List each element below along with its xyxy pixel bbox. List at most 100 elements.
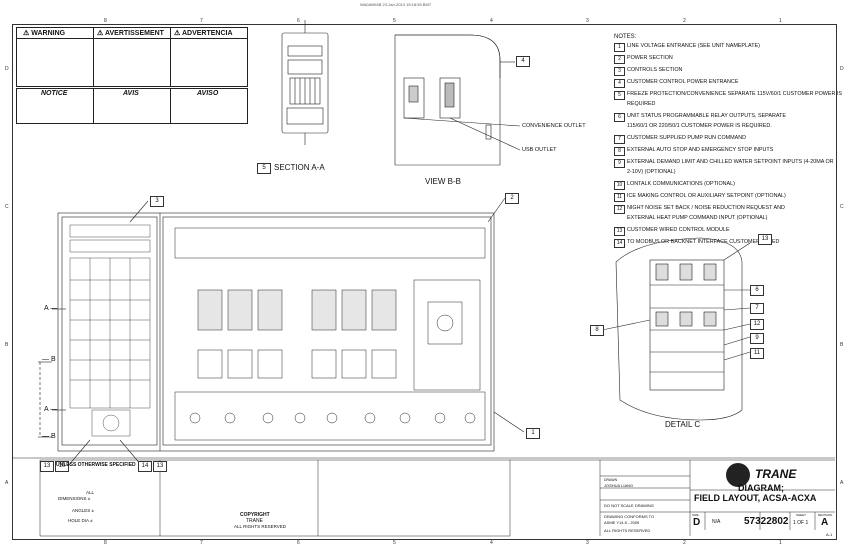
note-text: UNIT STATUS PROGRAMMABLE RELAY OUTPUTS, … bbox=[627, 113, 786, 119]
zone-top-3: 3 bbox=[586, 18, 589, 24]
note-text: NIGHT NOISE SET BACK / NOISE REDUCTION R… bbox=[627, 205, 785, 211]
callout-14: 14 bbox=[138, 461, 152, 472]
notice-labels: NOTICE AVIS AVISO bbox=[16, 88, 248, 124]
zone-left-c: C bbox=[5, 204, 9, 210]
tolerance-dimensions: DIMENSIONS ± bbox=[58, 496, 91, 501]
copyright-label: COPYRIGHT bbox=[240, 512, 270, 518]
drawn-by: JOSHUA LIANG bbox=[604, 483, 634, 488]
drawing-frame bbox=[12, 24, 837, 540]
copyright-rights: ALL RIGHTS RESERVED bbox=[234, 524, 287, 529]
note-text: EXTERNAL AUTO STOP AND EMERGENCY STOP IN… bbox=[627, 147, 774, 153]
zone-top-6: 6 bbox=[297, 18, 300, 24]
warning-labels-top: ⚠ WARNING ⚠ AVERTISSEMENT ⚠ ADVERTENCIA bbox=[16, 27, 248, 87]
note-number: 11 bbox=[614, 193, 625, 202]
advertencia-heading: ⚠ ADVERTENCIA bbox=[174, 30, 233, 37]
callout-3: 3 bbox=[150, 196, 164, 207]
note-text: 2-10V) (OPTIONAL) bbox=[627, 169, 676, 175]
do-not-scale: DO NOT SCALE DRAWING bbox=[604, 503, 655, 508]
sheet-value: 1 OF 1 bbox=[793, 520, 809, 526]
zone-bottom-6: 6 bbox=[297, 540, 300, 546]
title-block-frame bbox=[12, 457, 835, 537]
trane-logo-mark bbox=[726, 463, 750, 487]
note-text: EXTERNAL HEAT PUMP COMMAND INPUT (OPTION… bbox=[627, 215, 768, 221]
note-number: 13 bbox=[614, 227, 625, 236]
zone-right-d: D bbox=[840, 66, 844, 72]
drawing-title-line2: FIELD LAYOUT, ACSA-ACXA bbox=[694, 493, 817, 503]
asme-standard: ASME Y14.5 - 2009 bbox=[604, 520, 640, 525]
note-number: 12 bbox=[614, 205, 625, 214]
section-b-marker-bottom: — B bbox=[42, 433, 56, 440]
copyright-owner: TRANE bbox=[246, 518, 263, 524]
callout-1: 1 bbox=[526, 428, 540, 439]
scale-value: N/A bbox=[712, 519, 721, 525]
note-text: TO MODBUS OR BACKNET INTERFACE CUSTOMER … bbox=[627, 239, 780, 245]
section-aa-number: 5 bbox=[257, 163, 271, 174]
revision-value: A bbox=[821, 517, 829, 528]
zone-top-7: 7 bbox=[200, 18, 203, 24]
zone-top-5: 5 bbox=[393, 18, 396, 24]
note-number: 7 bbox=[614, 135, 625, 144]
callout-13-mid: 13 bbox=[153, 461, 167, 472]
drawing-title-line1: DIAGRAM; bbox=[738, 483, 784, 493]
notes-title: NOTES: bbox=[614, 34, 637, 40]
zone-left-a: A bbox=[5, 480, 9, 486]
note-text: EXTERNAL DEMAND LIMIT AND CHILLED WATER … bbox=[627, 159, 834, 165]
callout-11: 11 bbox=[750, 348, 764, 359]
zone-right-a: A bbox=[840, 480, 844, 486]
note-number: 10 bbox=[614, 181, 625, 190]
zone-bottom-3: 3 bbox=[586, 540, 589, 546]
brand-logo-text: TRANE bbox=[755, 467, 797, 481]
note-number: 8 bbox=[614, 147, 625, 156]
callout-12: 12 bbox=[750, 319, 764, 330]
section-aa-drawing bbox=[281, 20, 329, 145]
zone-left-b: B bbox=[5, 342, 9, 348]
note-text: CONTROLS SECTION bbox=[627, 67, 683, 73]
conforms-to: DRAWING CONFORMS TO bbox=[604, 514, 655, 519]
warning-heading: ⚠ WARNING bbox=[23, 30, 66, 37]
callout-9: 9 bbox=[750, 333, 764, 344]
note-number: 14 bbox=[614, 239, 625, 248]
note-text: 115/60/1 OR 220/50/1 CUSTOMER POWER IS R… bbox=[627, 123, 772, 129]
zone-bottom-1: 1 bbox=[779, 540, 782, 546]
callout-2: 2 bbox=[505, 193, 519, 204]
tolerance-heading: UNLESS OTHERWISE SPECIFIED bbox=[56, 462, 136, 468]
revision-label: REVISION bbox=[818, 513, 833, 517]
section-b-marker-top: — B bbox=[42, 356, 56, 363]
section-a-marker-top: A — bbox=[44, 305, 58, 312]
view-bb-drawing bbox=[394, 34, 521, 166]
aviso-heading: AVISO bbox=[197, 90, 219, 97]
sheet-label: SHEET bbox=[796, 513, 807, 517]
view-bb-label: VIEW B-B bbox=[425, 177, 462, 186]
callout-4: 4 bbox=[516, 56, 530, 67]
note-number: 9 bbox=[614, 159, 625, 168]
notice-heading: NOTICE bbox=[41, 90, 68, 97]
callout-8: 8 bbox=[590, 325, 604, 336]
main-panel-drawing bbox=[38, 197, 525, 467]
note-number: 1 bbox=[614, 43, 625, 52]
tolerance-hole-dia: HOLE DIA ± bbox=[68, 518, 93, 523]
note-number: 3 bbox=[614, 67, 625, 76]
section-aa-label: SECTION A-A bbox=[274, 163, 325, 172]
rights-reserved: ALL RIGHTS RESERVED bbox=[604, 528, 651, 533]
note-text: ICE MAKING CONTROL OR AUXILIARY SETPOINT… bbox=[627, 193, 786, 199]
note-number: 5 bbox=[614, 91, 625, 100]
note-number: 2 bbox=[614, 55, 625, 64]
note-number: 6 bbox=[614, 113, 625, 122]
note-text: REQUIRED bbox=[627, 101, 656, 107]
zone-bottom-7: 7 bbox=[200, 540, 203, 546]
callout-7: 7 bbox=[750, 303, 764, 314]
section-a-marker-bottom: A — bbox=[44, 406, 58, 413]
note-text: CUSTOMER WIRED CONTROL MODULE bbox=[627, 227, 730, 233]
drawing-number: 57322802 bbox=[744, 516, 789, 527]
zone-right-b: B bbox=[840, 342, 844, 348]
size-value: D bbox=[693, 517, 701, 528]
detail-c-label: DETAIL C bbox=[665, 420, 701, 429]
zone-bottom-8: 8 bbox=[104, 540, 107, 546]
note-text: FREEZE PROTECTION/CONVENIENCE SEPARATE 1… bbox=[627, 91, 842, 97]
detail-c-drawing bbox=[601, 237, 751, 421]
avertissement-heading: ⚠ AVERTISSEMENT bbox=[97, 30, 164, 37]
drawn-label: DRAWN bbox=[604, 478, 618, 482]
convenience-outlet-label: CONVENIENCE OUTLET bbox=[522, 123, 586, 129]
tolerance-angles: ANGLES ± bbox=[72, 508, 94, 513]
